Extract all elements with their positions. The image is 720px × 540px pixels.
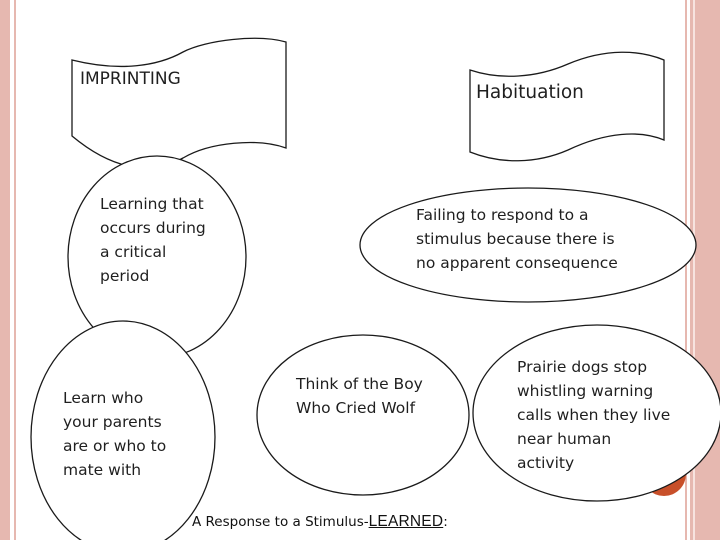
- caption-prefix: A Response to a Stimulus-: [192, 514, 369, 530]
- imprinting-example-bubble: [30, 320, 216, 540]
- boy-cried-wolf-text: Think of the Boy Who Cried Wolf: [296, 375, 423, 417]
- imprinting-definition-text: Learning that occurs during a critical p…: [100, 195, 206, 285]
- caption-suffix: :: [443, 514, 448, 530]
- habituation-title: Habituation: [476, 82, 584, 103]
- boy-cried-wolf-bubble: [256, 334, 470, 496]
- prairie-dogs-bubble: [472, 324, 720, 502]
- caption-emphasis: LEARNED: [368, 513, 444, 530]
- habituation-banner-shape: [469, 51, 665, 162]
- prairie-dogs-text: Prairie dogs stop whistling warning call…: [517, 358, 671, 472]
- habituation-definition-text: Failing to respond to a stimulus because…: [416, 206, 618, 272]
- caption-line: A Response to a Stimulus-LEARNED:: [192, 512, 448, 532]
- imprinting-title: IMPRINTING: [80, 69, 181, 89]
- habituation-definition-bubble: [359, 187, 697, 303]
- imprinting-banner-shape: [71, 37, 287, 169]
- imprinting-example-text: Learn who your parents are or who to mat…: [63, 389, 167, 479]
